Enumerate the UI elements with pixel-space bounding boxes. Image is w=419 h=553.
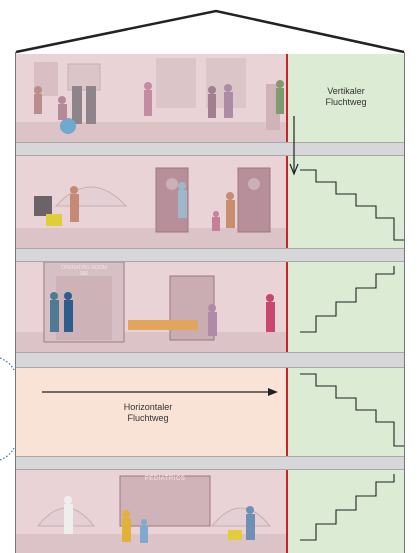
dotted-connectors [0,356,20,466]
stairs-diagram [288,54,404,553]
stair-flight-4 [300,374,404,446]
floor-pediatrics: PEDIATRICS [16,470,287,553]
pediatrics-people [16,470,287,553]
roof-outline [0,0,419,60]
floor-horizontal-escape: Horizontaler Fluchtweg [16,368,287,456]
horizontal-escape-arrow [42,386,278,398]
floor-ward [16,156,287,248]
building-right-wall [404,52,405,553]
lobby-people [16,54,287,142]
floor-surgery: OPERATING ROOM 300 [16,262,287,352]
horizontal-escape-label: Horizontaler Fluchtweg [103,402,193,424]
surgery-people [16,262,287,352]
floor-lobby [16,54,287,142]
ward-people [16,156,287,248]
stair-flight-2 [300,170,404,240]
stair-flight-5 [300,474,394,540]
stair-flight-3 [300,266,394,332]
